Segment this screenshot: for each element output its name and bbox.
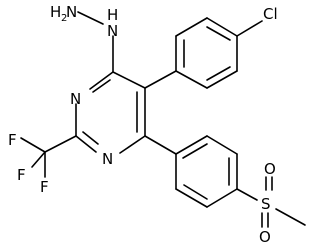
ring1-b5-inner	[206, 66, 231, 81]
bond-c2-n1	[75, 135, 97, 153]
atom-cl: Cl	[263, 5, 278, 23]
ring2-b5-inner	[183, 184, 208, 200]
ring2-b4	[206, 188, 238, 208]
atom-o2: O	[259, 228, 271, 246]
bond-ring2-s	[236, 188, 258, 201]
atom-n1: N	[102, 150, 113, 168]
bond-s-me	[275, 208, 306, 226]
ring2-b1-inner	[182, 143, 208, 159]
ring2-b5	[175, 188, 208, 208]
atom-nh2-h: H	[50, 3, 61, 21]
ring1-b3-inner	[206, 26, 231, 41]
bond-c2-cf3	[44, 135, 77, 153]
atom-n3: N	[70, 90, 81, 108]
bond-c2-n1-inner	[82, 131, 99, 145]
bond-ring1-cl	[236, 20, 263, 37]
bond-c5-ar1	[144, 70, 177, 89]
ring1-b2	[175, 17, 208, 37]
atom-nh2-n: N	[66, 3, 77, 21]
atom-f1: F	[8, 131, 17, 149]
ring1-b5	[206, 70, 238, 89]
atom-f2: F	[17, 166, 26, 184]
atom-f3: F	[40, 178, 49, 196]
bond-n1-c6	[119, 135, 146, 154]
bond-c4-n3	[89, 71, 114, 90]
ring2-b2	[206, 135, 238, 155]
bond-c5-c4	[112, 71, 146, 89]
bond-cf3-f2	[31, 151, 46, 168]
bond-cf3-f1	[20, 137, 46, 153]
atom-s: S	[261, 195, 271, 213]
atom-nh-n: N	[107, 22, 118, 40]
ring2-b1	[175, 135, 208, 155]
atom-nh2-sub: 2	[61, 13, 67, 24]
atom-o1: O	[264, 160, 276, 178]
bond-nh-nh2	[77, 11, 104, 25]
bond-c4-n3-inner	[92, 79, 111, 93]
atom-nh-h: H	[107, 6, 118, 24]
ring1-b6	[175, 70, 208, 89]
bond-c6-ar2	[144, 135, 177, 155]
ring1-b3	[206, 17, 238, 37]
